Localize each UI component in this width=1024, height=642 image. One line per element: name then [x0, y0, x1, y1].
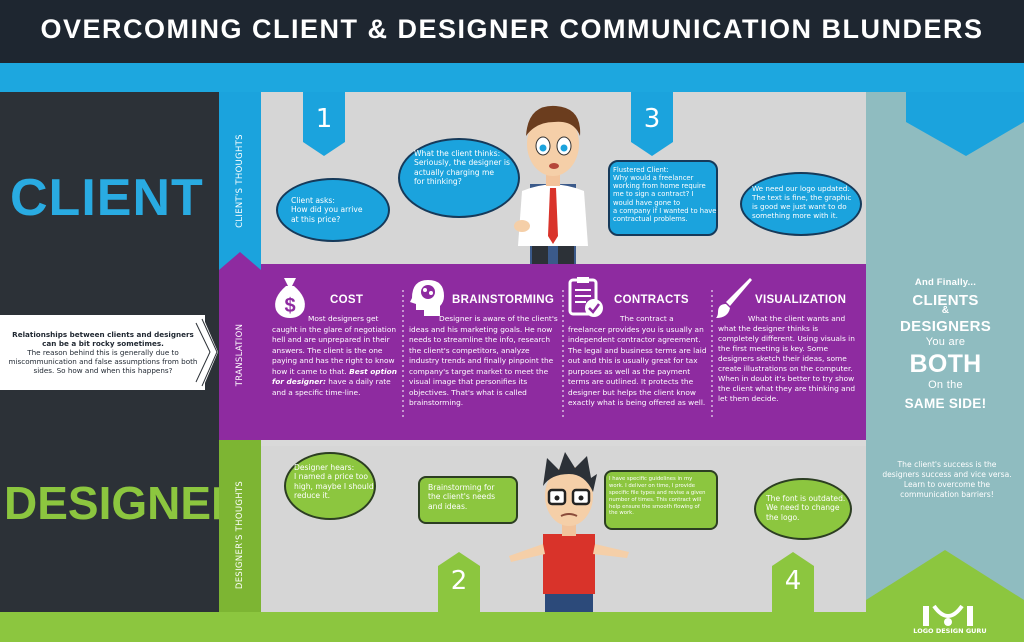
- designer-guidelines-bubble: [604, 470, 718, 530]
- client-logo-bubble: [740, 172, 862, 236]
- head-brain-icon: [410, 280, 444, 316]
- page-title: OVERCOMING CLIENT & DESIGNER COMMUNICATI…: [40, 14, 984, 44]
- money-bag-icon: $: [275, 278, 305, 318]
- number-3: 3: [643, 104, 661, 134]
- translation-label: TRANSLATION: [235, 323, 245, 387]
- designer-brainstorm-text: Brainstorming for the client's needs and…: [428, 483, 496, 511]
- right-top-chevron: [906, 92, 1024, 156]
- card-brainstorming-title: BRAINSTORMING: [452, 294, 555, 306]
- designer-brainstorm-bubble: [418, 476, 518, 524]
- client-logo-text: We need our logo updated. The text is fi…: [752, 184, 852, 220]
- client-heading: CLIENT: [10, 169, 204, 227]
- designer-font-bubble: [754, 478, 852, 540]
- card-cost-text: Most designers get caught in the glare o…: [272, 314, 397, 376]
- card-cost-emphasis: Best option for designer:: [272, 366, 398, 387]
- client-flustered-bubble: [608, 160, 718, 236]
- number-1: 1: [315, 104, 333, 134]
- card-contracts-title: CONTRACTS: [614, 294, 689, 306]
- card-cost-text-end: have a daily rate and a specific time-li…: [272, 377, 391, 397]
- card-divider: [711, 290, 713, 420]
- client-thinks-bubble: [398, 138, 520, 218]
- clients-text: CLIENTS: [912, 292, 979, 309]
- number-4: 4: [784, 566, 802, 596]
- client-asks-text: Client asks: How did you arrive at this …: [291, 196, 363, 224]
- designer-thoughts-band: [219, 440, 261, 612]
- tab-3-shape: [631, 92, 673, 156]
- clipboard-check-icon: [568, 277, 603, 317]
- same-side-text: SAME SIDE!: [904, 396, 987, 411]
- designer-heading: DESIGNER: [4, 477, 245, 529]
- client-asks-bubble: [276, 178, 390, 242]
- paintbrush-icon: [716, 278, 752, 318]
- number-2: 2: [450, 566, 468, 596]
- card-visualization-body: What the client wants and what the desig…: [718, 314, 856, 403]
- translation-band-shape: [219, 252, 261, 458]
- tab-2-shape: [438, 552, 480, 612]
- ampersand-text: &: [941, 305, 950, 316]
- right-panel: [866, 92, 1024, 614]
- right-bottom-chevron: [866, 550, 1024, 614]
- on-the-text: On the: [928, 379, 963, 391]
- right-footer-text: The client's success is the designers su…: [882, 460, 1012, 499]
- top-stripe: [0, 63, 1024, 92]
- designer-hears-text: Designer hears: I named a price too high…: [294, 463, 374, 501]
- card-visualization-title: VISUALIZATION: [755, 294, 847, 306]
- tab-1-shape: [303, 92, 345, 156]
- and-finally-text: And Finally...: [914, 277, 977, 288]
- header-bar: [0, 0, 1024, 63]
- tab-4-shape: [772, 552, 814, 612]
- client-thoughts-label: CLIENT'S THOUGHTS: [235, 134, 246, 228]
- intro-line2: can be a bit rocky sometimes.: [42, 339, 164, 348]
- card-cost-body: Most designers get caught in the glare o…: [272, 314, 397, 398]
- intro-box: [0, 315, 205, 390]
- intro-text: Relationships between clients and design…: [8, 330, 198, 375]
- designer-thoughts-label: DESIGNER'S THOUGHTS: [235, 480, 245, 590]
- bottom-stripe: [0, 612, 1024, 642]
- client-thinks-text: What the client thinks: Seriously, the d…: [414, 149, 510, 187]
- intro-rest: The reason behind this is generally due …: [8, 348, 198, 375]
- logo-text: LOGO DESIGN GURU: [913, 627, 987, 635]
- intro-line1: Relationships between clients and design…: [12, 330, 194, 339]
- card-divider: [402, 290, 404, 420]
- logo-design-guru-logo-icon: [923, 604, 973, 626]
- client-flustered-text: Flustered Client: Why would a freelancer…: [613, 166, 717, 223]
- both-text: BOTH: [909, 350, 982, 378]
- card-divider: [562, 290, 564, 420]
- designer-character-icon: [509, 452, 629, 612]
- card-cost-title: COST: [330, 294, 364, 306]
- card-brainstorming-body: Designer is aware of the client's ideas …: [409, 314, 558, 408]
- designer-font-text: The font is outdated. We need to change …: [766, 494, 846, 522]
- client-character-icon: [514, 105, 588, 266]
- intro-arrow-icon: [190, 315, 218, 390]
- designers-text: DESIGNERS: [899, 318, 992, 335]
- client-thoughts-band: [219, 92, 261, 270]
- designer-hears-bubble: [284, 452, 376, 520]
- svg-text:$: $: [284, 295, 295, 317]
- card-contracts-body: The contract a freelancer provides you i…: [568, 314, 707, 408]
- you-are-text: You are: [925, 336, 966, 348]
- designer-guidelines-text: I have specific guidelines in my work. I…: [609, 476, 706, 517]
